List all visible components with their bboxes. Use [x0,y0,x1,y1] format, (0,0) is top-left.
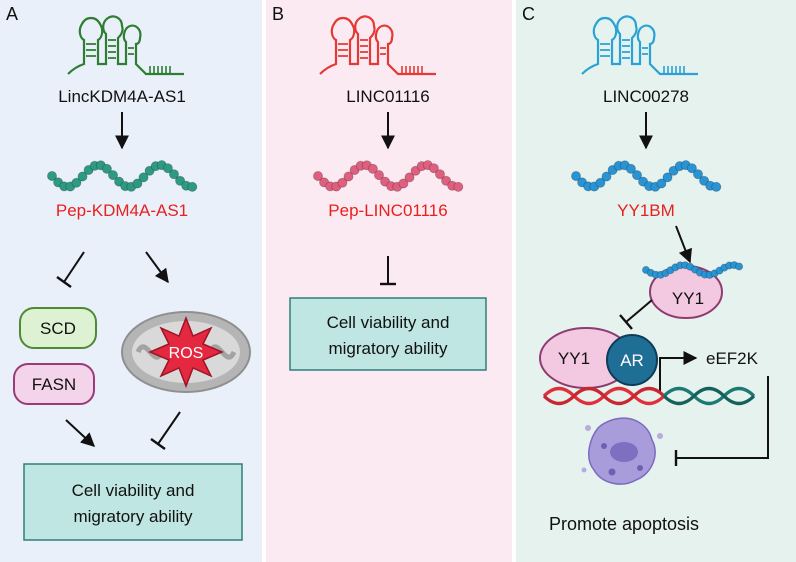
outcome-box-a [23,463,243,541]
inhibition-bar-c [619,314,633,330]
peptide-bead [601,171,612,182]
panel-a-letter: A [6,4,18,24]
peptide-bead [168,169,179,180]
peptide-label-a: Pep-KDM4A-AS1 [56,201,188,220]
peptide-bead [367,163,378,174]
ros-burst-icon [148,315,224,389]
peptide-bead [404,172,415,183]
peptide-bead [434,169,445,180]
peptide-bead [656,178,667,189]
inhibition-bar-to-lipid-genes [56,276,72,288]
peptide-label-c: YY1BM [617,201,675,220]
peptide-bead [138,172,149,183]
peptide-bead [693,169,704,180]
peptide-bead [428,163,439,174]
eef2k-label: eEF2K [706,349,759,368]
inhibition-arrow-to-lipid-genes [63,251,85,283]
lncrna-icon-b [319,15,436,76]
lncrna-label-a: LincKDM4A-AS1 [58,87,186,106]
ar-label: AR [620,351,644,370]
peptide-bead [595,177,606,188]
scd-box [19,307,97,349]
inhibition-bar-ros [150,438,166,450]
peptide-bead [571,170,582,181]
peptide-bead [373,170,384,181]
apoptotic-cell-icon [581,417,663,485]
ar-circle [606,334,658,386]
peptide-bead [343,171,354,182]
outcome-line1-b: Cell viability and [327,313,450,332]
lncrna-icon-a [67,15,184,76]
bound-peptide-icon [642,261,744,279]
peptide-label-b: Pep-LINC01116 [328,201,447,220]
peptide-bead [686,163,697,174]
peptide-bead [175,175,186,186]
peptide-bead [441,175,452,186]
yy1-label: YY1 [558,349,590,368]
lncrna-icon-c [581,15,698,76]
outcome-box-b [289,297,487,371]
peptide-icon-b [312,160,464,192]
peptide-bead [735,262,744,271]
peptide-bead [47,170,58,181]
peptide-icon-c [571,160,722,192]
arrow-lipid-to-outcome [65,419,96,447]
outcome-line1-a: Cell viability and [72,481,195,500]
peptide-bead [662,172,673,183]
ros-label: ROS [169,345,204,362]
fasn-box [13,363,95,405]
peptide-bead [312,170,323,181]
peptide-bead [101,163,112,174]
panel-c-letter: C [522,4,535,24]
peptide-bead [337,177,348,188]
panel-b-letter: B [272,4,284,24]
apoptosis-label: Promote apoptosis [549,514,699,534]
peptide-bead [711,181,722,192]
peptide-bead [187,181,198,192]
peptide-bead [77,171,88,182]
peptide-icon-a [47,160,198,192]
peptide-bead [398,178,409,189]
inhibition-ros-to-outcome [157,411,181,445]
lncrna-label-c: LINC00278 [603,87,689,106]
arrow-peptide-to-yy1 [675,225,692,264]
peptide-bead [71,177,82,188]
dna-helix-icon [542,386,756,406]
peptide-bead [632,170,643,181]
peptide-bead [132,178,143,189]
peptide-bead [162,163,173,174]
outcome-line2-a: migratory ability [73,507,193,526]
arrow-to-ros [145,251,169,284]
fasn-label: FASN [32,375,76,394]
transcription-arrow [659,351,698,392]
inhibition-eef2k-to-apoptosis [676,376,769,459]
peptide-bead [108,170,119,181]
peptide-bead [453,181,464,192]
peptide-bead [625,163,636,174]
peptide-bead [699,175,710,186]
inhibition-arrow-c [625,299,653,323]
lncrna-label-b: LINC01116 [346,87,429,106]
scd-label: SCD [40,319,76,338]
outcome-line2-b: migratory ability [328,339,448,358]
yy1-bound-label: YY1 [672,289,704,308]
